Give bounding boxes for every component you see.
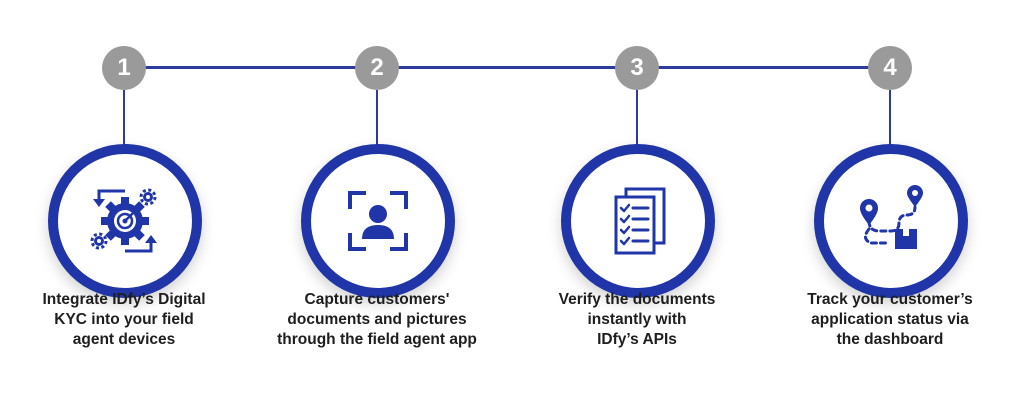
step-2: 2 Capture customers' documents and pictu… [247, 0, 507, 410]
step-stem [636, 90, 638, 144]
step-description-line: instantly with [587, 311, 687, 328]
step-description-line: Integrate IDfy’s Digital [42, 291, 206, 308]
step-number-badge: 1 [102, 46, 146, 90]
step-description-line: Track your customer’s [807, 291, 973, 308]
step-description-line: agent devices [72, 331, 176, 348]
gears-target-icon [90, 188, 157, 253]
step-number-badge: 3 [615, 46, 659, 90]
timeline-connector [125, 66, 890, 69]
step-stem [123, 90, 125, 146]
step-number-badge: 4 [868, 46, 912, 90]
step-stem [376, 90, 378, 146]
step-description: Capture customers' documents and picture… [247, 290, 507, 350]
step-description-line: IDfy’s APIs [597, 331, 677, 348]
step-description-line: application status via [811, 311, 969, 328]
step-icon-circle [301, 144, 455, 298]
step-description-line: through the field agent app [277, 331, 477, 348]
step-number-badge: 2 [355, 46, 399, 90]
face-capture-icon [348, 191, 408, 251]
step-4: 4 Track your customer’s appli [760, 0, 1020, 410]
document-checklist-icon [614, 187, 666, 255]
step-description-line: Capture customers' [304, 291, 450, 308]
step-1: 1 [0, 0, 254, 410]
step-icon-circle [814, 144, 968, 298]
step-description: Track your customer’s application status… [760, 290, 1020, 350]
step-description: Verify the documents instantly with IDfy… [507, 290, 767, 350]
step-icon-circle [561, 144, 715, 298]
step-description-line: documents and pictures [287, 311, 467, 328]
step-3: 3 Verify the docum [507, 0, 767, 410]
tracking-route-icon [860, 185, 923, 249]
step-description: Integrate IDfy’s Digital KYC into your f… [0, 290, 254, 350]
step-description-line: the dashboard [836, 331, 944, 348]
step-stem [889, 90, 891, 144]
step-description-line: Verify the documents [558, 291, 716, 308]
step-icon-circle [48, 144, 202, 298]
step-description-line: KYC into your field [54, 311, 194, 328]
